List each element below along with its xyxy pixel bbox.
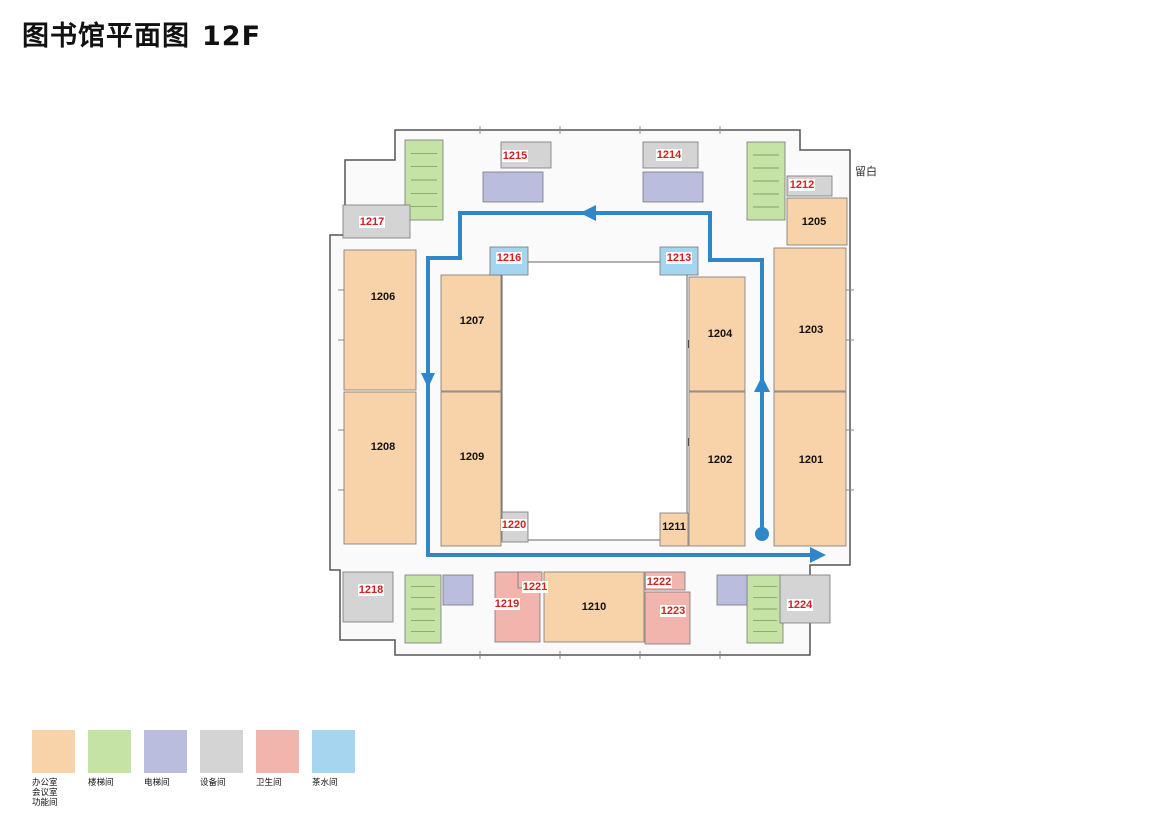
room-1223 [644,591,691,645]
legend-swatch [200,730,243,773]
page-title: 图书馆平面图 12F [22,14,261,53]
room-number-1223: 1223 [661,605,685,617]
room-number-1220: 1220 [502,519,526,531]
room-1203 [773,247,847,392]
room-1202 [688,391,746,547]
elevator-shaft [482,171,544,203]
room-1206 [343,249,417,391]
legend-label: 楼梯间 [88,778,114,788]
room-number-1224: 1224 [788,599,813,611]
room-1209 [440,391,502,547]
room-number-1204: 1204 [708,328,733,340]
route-arrow-left [580,205,596,221]
room-number-1203: 1203 [799,324,823,336]
legend-item-elevator: 电梯间 [144,730,188,788]
room-label-bg [789,179,815,191]
legend-label: 电梯间 [144,778,170,788]
room-label-bg [502,150,528,162]
route-arrow-up [754,376,770,392]
room-label-bg [494,598,520,610]
legend-swatch [88,730,131,773]
room-label-bg [666,252,692,264]
legend-swatch [144,730,187,773]
room-label-bg [646,576,672,588]
room-number-1221: 1221 [523,581,547,593]
legend-swatch [256,730,299,773]
title-text: 图书馆平面图 [22,21,190,52]
room-number-1211: 1211 [662,521,686,533]
legend-label: 茶水间 [312,778,338,788]
room-number-1222: 1222 [647,576,671,588]
room-number-1215: 1215 [503,150,527,162]
legend-label: 卫生间 [256,778,282,788]
legend-item-tea: 茶水间 [312,730,356,788]
elevator-shaft [442,574,474,606]
room-number-1209: 1209 [460,451,484,463]
room-number-1210: 1210 [582,601,606,613]
legend-swatch [32,730,75,773]
room-number-1212: 1212 [790,179,814,191]
room-1201 [773,391,847,547]
room-number-1208: 1208 [371,441,395,453]
room-label-bg [660,605,686,617]
room-label-bg [787,599,813,611]
route-path [426,211,810,557]
room-number-1217: 1217 [360,216,384,228]
legend-label: 设备间 [200,778,226,788]
room-label-bg [359,216,385,228]
room-number-1213: 1213 [667,252,691,264]
room-1210 [543,571,645,643]
route-arrow-down [421,373,435,388]
room-1208 [343,391,417,545]
room-number-1219: 1219 [495,598,519,610]
legend-item-office: 办公室 会议室 功能间 [32,730,76,808]
room-number-1218: 1218 [359,584,383,596]
elevator-shaft [642,171,704,203]
rooms-layer: 1201 1202 1203 1204 1205 1206 1207 1208 1209 1210… [342,139,848,645]
room-label-bg [522,581,548,593]
walking-route [421,205,826,563]
room-1211 [659,512,689,547]
legend-label: 办公室 会议室 功能间 [32,778,58,808]
legend-item-restroom: 卫生间 [256,730,300,788]
room-number-1201: 1201 [799,454,823,466]
reserve-note: 留白 [855,165,877,178]
elevator-shaft [716,574,748,606]
room-number-1214: 1214 [657,149,682,161]
room-label-bg [656,149,682,161]
room-1218 [342,571,394,623]
legend-item-stair: 楼梯间 [88,730,132,788]
legend-swatch [312,730,355,773]
room-label-bg [496,252,522,264]
room-number-1206: 1206 [371,291,395,303]
room-1205 [786,197,848,246]
room-label-bg [358,584,384,596]
legend-item-equipment: 设备间 [200,730,244,788]
route-start-point [755,527,769,541]
room-number-1207: 1207 [460,315,484,327]
route-arrow-right [810,547,826,563]
room-1204 [688,276,746,392]
room-1207 [440,274,502,392]
floor-label: 12F [202,21,262,52]
room-number-1205: 1205 [802,216,826,228]
room-number-1202: 1202 [708,454,732,466]
room-number-1216: 1216 [497,252,521,264]
room-label-bg [501,519,527,531]
